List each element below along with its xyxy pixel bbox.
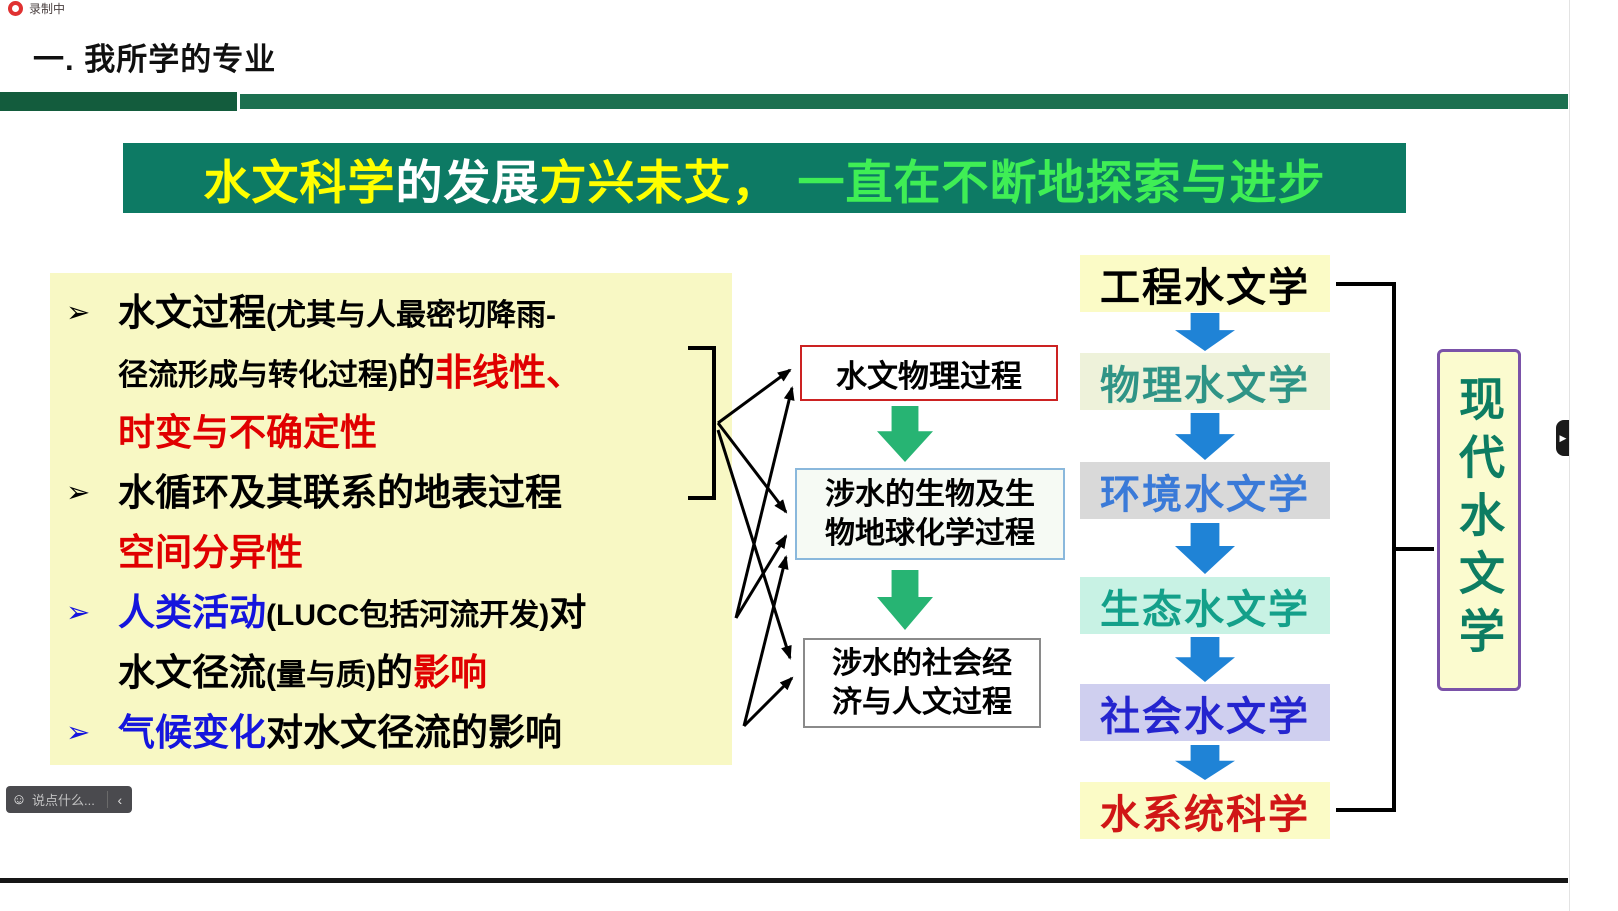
down-arrow-blue-1 xyxy=(1175,313,1235,351)
engineering-hydrology-label: 工程水文学 xyxy=(1100,265,1310,310)
modern-hydrology-label: 现代水文学 xyxy=(1453,375,1505,665)
bullet3-human-activity: 人类活动 xyxy=(118,592,266,633)
chevron-right-icon: ▶ xyxy=(1559,432,1567,443)
bullet1-paren2: 径流形成与转化过程) xyxy=(118,359,398,392)
bullet1-main: 水文过程 xyxy=(118,292,266,333)
flow-box-environmental-hydrology: 环境水文学 xyxy=(1080,462,1330,519)
bullet2-main: 水循环及其联系的地表过程 xyxy=(118,472,562,513)
water-system-science-label: 水系统科学 xyxy=(1100,792,1310,837)
bullet-marker-1: ➢ xyxy=(66,297,91,329)
chat-divider xyxy=(106,791,108,808)
banner-segment-progress: 一直在不断地探索与进步 xyxy=(797,155,1326,209)
down-arrow-blue-5 xyxy=(1175,745,1235,780)
flow-box-bio-geochem-line2: 物地球化学过程 xyxy=(825,517,1035,550)
slide-bottom-edge xyxy=(0,878,1568,883)
flow-box-water-system-science: 水系统科学 xyxy=(1080,782,1330,839)
recording-label: 录制中 xyxy=(29,1,66,16)
bullet3-paren2: (量与质) xyxy=(266,659,376,692)
key-issues-panel: ➢ 水文过程(尤其与人最密切降雨- 径流形成与转化过程)的非线性、 时变与不确定… xyxy=(50,273,732,765)
down-arrow-blue-3 xyxy=(1175,523,1235,574)
page-title: 一. 我所学的专业 xyxy=(33,42,277,77)
down-arrow-blue-2 xyxy=(1175,413,1235,460)
bullet-line-1: ➢ 水文过程(尤其与人最密切降雨- xyxy=(50,283,732,343)
bullet3-impact: 影响 xyxy=(412,652,487,693)
bullet4-rest: 对水文径流的影响 xyxy=(266,712,562,753)
bullet1-comma: 、 xyxy=(546,352,583,393)
down-arrow-green-2 xyxy=(877,570,933,630)
bullet-line-4: ➢ 水循环及其联系的地表过程 xyxy=(50,463,732,523)
flow-box-engineering-hydrology: 工程水文学 xyxy=(1080,255,1330,312)
flow-box-bio-geochem-line1: 涉水的生物及生 xyxy=(825,478,1035,511)
right-bracket xyxy=(1336,282,1434,812)
bullet4-climate-change: 气候变化 xyxy=(118,712,266,753)
bullet3-runoff: 水文径流 xyxy=(118,652,266,693)
bullet-marker-4: ➢ xyxy=(66,717,91,749)
window-right-edge xyxy=(1569,0,1570,911)
bullet2-spatial: 空间分异性 xyxy=(118,532,303,573)
chat-collapse-button[interactable]: ‹ xyxy=(117,791,123,808)
flow-box-socioeconomic-line2: 济与人文过程 xyxy=(832,686,1012,719)
bullet3-de: 的 xyxy=(375,652,413,693)
bullet-line-2: 径流形成与转化过程)的非线性、 xyxy=(50,343,732,403)
chat-input[interactable]: 说点什么... xyxy=(32,793,95,808)
bullet1-nonlinearity: 非线性 xyxy=(435,352,546,393)
bullet-line-7: 水文径流(量与质)的影响 xyxy=(50,643,732,703)
flow-box-socio-hydrology: 社会水文学 xyxy=(1080,684,1330,741)
flow-box-hydro-physical-label: 水文物理过程 xyxy=(836,358,1022,394)
physical-hydrology-label: 物理水文学 xyxy=(1100,363,1310,408)
divider-accent xyxy=(0,92,240,111)
flow-box-eco-hydrology: 生态水文学 xyxy=(1080,577,1330,634)
bullet-line-3: 时变与不确定性 xyxy=(50,403,732,463)
eco-hydrology-label: 生态水文学 xyxy=(1100,587,1310,632)
socio-hydrology-label: 社会水文学 xyxy=(1100,694,1310,739)
flow-box-socioeconomic: 涉水的社会经 济与人文过程 xyxy=(803,638,1041,728)
flow-box-socioeconomic-line1: 涉水的社会经 xyxy=(832,647,1012,680)
bullet3-paren: (LUCC包括河流开发) xyxy=(266,599,550,632)
bullet1-de: 的 xyxy=(398,352,435,393)
banner-segment-hydro-science: 水文科学 xyxy=(203,155,396,209)
recording-indicator[interactable]: 录制中 xyxy=(8,0,65,17)
bullet3-dui: 对 xyxy=(549,592,587,633)
bullet1-timevarying: 时变与不确定性 xyxy=(118,412,377,453)
bullet-line-8: ➢ 气候变化对水文径流的影响 xyxy=(50,703,732,763)
bullet-marker-2: ➢ xyxy=(66,477,91,509)
flow-box-physical-hydrology: 物理水文学 xyxy=(1080,353,1330,410)
flow-box-bio-geochem: 涉水的生物及生 物地球化学过程 xyxy=(795,468,1065,560)
section-divider-bar xyxy=(0,92,1568,111)
environmental-hydrology-label: 环境水文学 xyxy=(1100,472,1310,517)
bullet-line-6: ➢ 人类活动(LUCC包括河流开发)对 xyxy=(50,583,732,643)
record-icon xyxy=(8,0,23,16)
banner-segment-development: 的发展 xyxy=(395,155,540,209)
modern-hydrology-box: 现代水文学 xyxy=(1437,349,1521,691)
slide-banner: 水文科学 的发展 方兴未艾， 一直在不断地探索与进步 xyxy=(123,143,1406,213)
banner-segment-ascendant: 方兴未艾， xyxy=(539,155,780,209)
emoji-icon[interactable]: ☺ xyxy=(11,791,27,808)
down-arrow-green-1 xyxy=(877,406,933,462)
panel-expand-tab[interactable]: ▶ xyxy=(1556,420,1570,456)
bullet-marker-3: ➢ xyxy=(66,597,91,629)
down-arrow-blue-4 xyxy=(1175,637,1235,682)
bullet-line-5: 空间分异性 xyxy=(50,523,732,583)
bullet1-paren: (尤其与人最密切降雨- xyxy=(266,299,556,332)
chat-bar: ☺ 说点什么... ‹ xyxy=(6,786,132,813)
flow-box-hydro-physical: 水文物理过程 xyxy=(800,345,1058,401)
